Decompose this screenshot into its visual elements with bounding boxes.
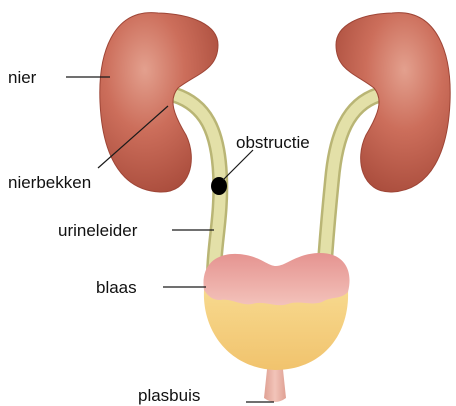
bladder: [203, 253, 349, 305]
label-nier: nier: [8, 68, 37, 87]
leader-obstructie: [223, 150, 253, 180]
label-blaas: blaas: [96, 278, 137, 297]
label-obstructie: obstructie: [236, 133, 310, 152]
label-urineleider: urineleider: [58, 221, 138, 240]
label-plasbuis: plasbuis: [138, 386, 200, 405]
obstruction-marker: [211, 177, 227, 195]
label-nierbekken: nierbekken: [8, 173, 91, 192]
